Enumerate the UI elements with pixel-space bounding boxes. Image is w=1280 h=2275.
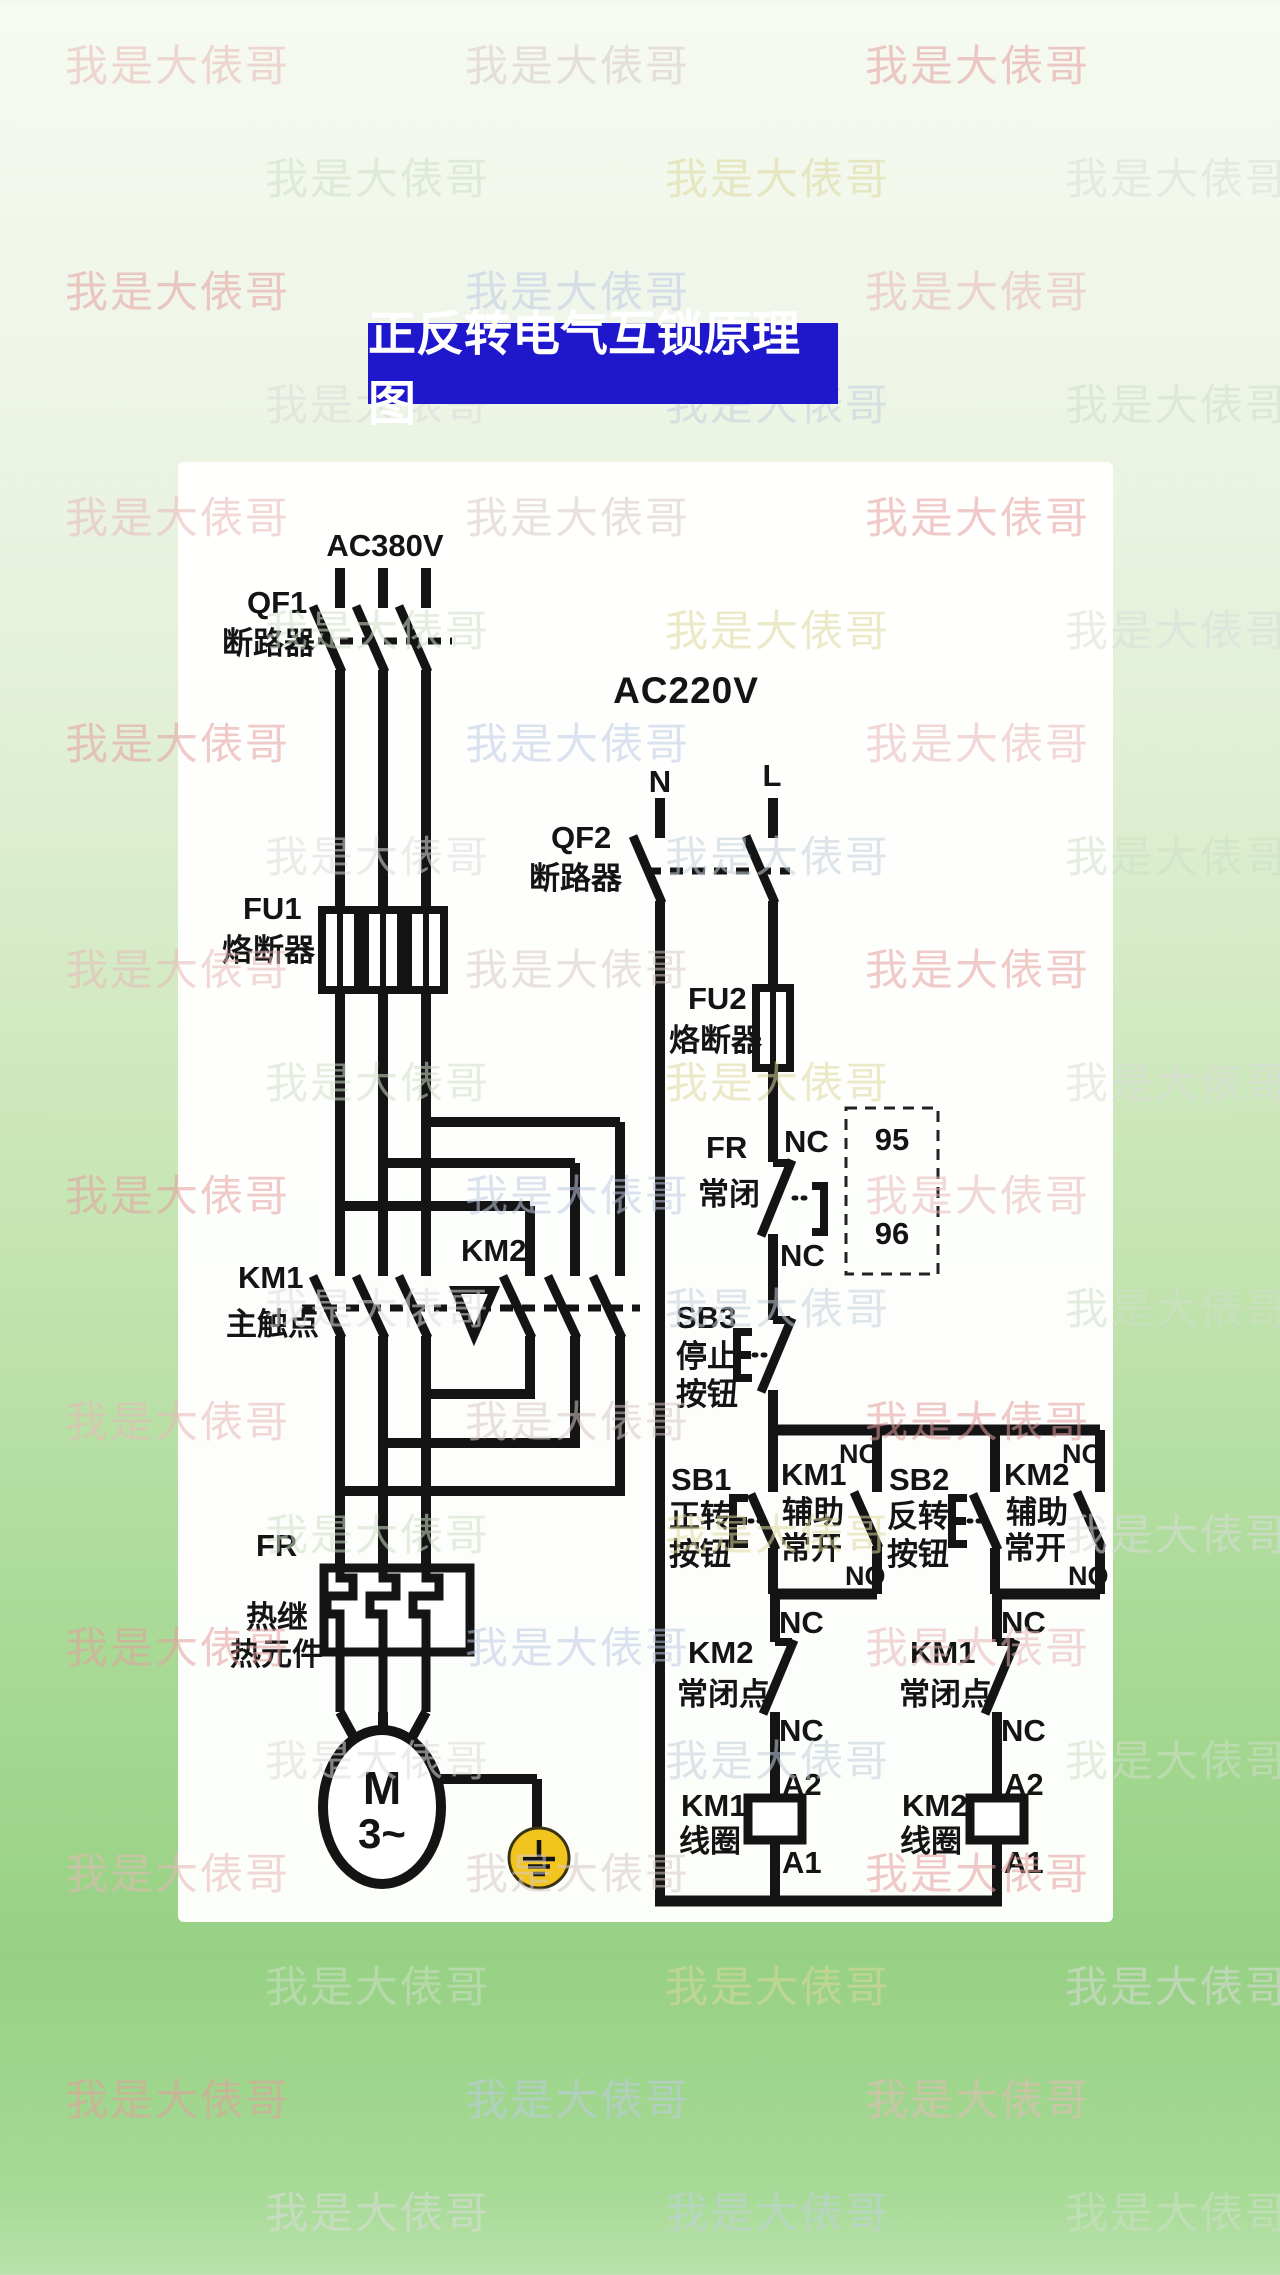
km2-id: KM2 <box>461 1233 526 1268</box>
km1-id: KM1 <box>238 1260 303 1295</box>
motor-phase: 3~ <box>358 1810 406 1857</box>
km2-interlock-triangle <box>449 1286 501 1347</box>
neutral-label: N <box>649 764 671 799</box>
km1-coil-body <box>743 1793 807 1845</box>
sb3-name-2: 按钮 <box>676 1377 738 1412</box>
fu2-id: FU2 <box>688 981 747 1016</box>
earth-glyph <box>523 1840 555 1877</box>
km2-coil-a1: A1 <box>1004 1845 1044 1880</box>
title-banner: 正反转电气互锁原理图 <box>368 308 838 431</box>
km2-aux-name-1: 辅助 <box>1006 1495 1068 1530</box>
km1-coil-a2: A2 <box>782 1767 822 1802</box>
km1-coil-a1: A1 <box>782 1845 822 1880</box>
km2-aux-no-bottom: NO <box>1068 1561 1109 1591</box>
fr-name-1: 热继 <box>246 1600 308 1635</box>
km1-aux-id: KM1 <box>781 1457 846 1492</box>
motor-letter: M <box>363 1762 401 1814</box>
qf1-id: QF1 <box>247 585 307 620</box>
sb3-name-1: 停止 <box>676 1339 738 1374</box>
fr-terminal-96: 96 <box>875 1216 909 1251</box>
sb2-name-2: 按钮 <box>887 1537 949 1572</box>
wiring <box>296 568 1107 1907</box>
sb1-name-1: 正转 <box>669 1499 731 1534</box>
fr-terminal-95: 95 <box>875 1122 909 1157</box>
km2-coil-body <box>965 1793 1029 1845</box>
sb1-id: SB1 <box>671 1462 731 1497</box>
km1-nc-top: NC <box>1001 1605 1046 1640</box>
fr-name-2: 热元件 <box>230 1637 323 1672</box>
km2-nc-top: NC <box>779 1605 824 1640</box>
fr-nc-name: 常闭 <box>698 1177 760 1212</box>
sb3-id: SB3 <box>676 1300 736 1335</box>
fr-terminal-95-96-box <box>844 1106 940 1276</box>
nc-ticks-and-button-actuators <box>729 1159 1014 1646</box>
sb2-name-1: 反转 <box>887 1499 949 1534</box>
km1-aux-name-2: 常开 <box>780 1531 842 1566</box>
fr-nc-id: FR <box>706 1130 747 1165</box>
sb2-id: SB2 <box>889 1462 949 1497</box>
qf2-id: QF2 <box>551 820 611 855</box>
schematic-panel <box>178 462 1113 1922</box>
control-circuit-wires <box>655 798 1105 1901</box>
main-circuit-labels: AC380V QF1 断路器 FU1 烙断器 KM1 主触点 KM2 FR 热继… <box>222 528 526 1672</box>
km1-nc-name: 常闭点 <box>899 1677 992 1712</box>
qf2-name: 断路器 <box>529 861 623 896</box>
qf1-name: 断路器 <box>222 626 316 661</box>
motor-and-ground: M 3~ <box>318 1725 571 1890</box>
fuse-inner-wires <box>337 914 776 1064</box>
km2-aux-id: KM2 <box>1004 1457 1069 1492</box>
fu1-name: 烙断器 <box>222 933 316 968</box>
km1-aux-name-1: 辅助 <box>782 1495 844 1530</box>
km2-nc-name: 常闭点 <box>677 1677 770 1712</box>
mechanical-link-dashes <box>296 637 790 1312</box>
ac380v-label: AC380V <box>326 528 443 563</box>
bus-rails <box>655 1424 1100 1907</box>
fr-nc-top: NC <box>784 1124 829 1159</box>
km1-nc-id: KM1 <box>910 1635 975 1670</box>
thermal-heater-elements <box>322 1568 444 1712</box>
motor-symbol <box>318 1725 446 1889</box>
km2-aux-no-top: NO <box>1062 1439 1103 1469</box>
page-title: 正反转电气互锁原理图 <box>368 307 801 431</box>
fu2-name: 烙断器 <box>669 1023 763 1058</box>
actuator-dotted-links <box>747 1195 986 1524</box>
km2-coil-name: 线圈 <box>900 1824 962 1859</box>
km2-coil-a2: A2 <box>1004 1767 1044 1802</box>
control-circuit-labels: AC220V N L QF2 断路器 FU2 烙断器 FR 常闭 NC NC 9… <box>529 670 1109 1880</box>
km1-aux-no-bottom: NO <box>845 1561 886 1591</box>
km2-nc-id: KM2 <box>688 1635 753 1670</box>
fr-id: FR <box>256 1528 297 1563</box>
fr-nc-bottom: NC <box>780 1238 825 1273</box>
km1-aux-no-top: NO <box>839 1439 880 1469</box>
km2-coil-id: KM2 <box>902 1788 967 1823</box>
km1-name: 主触点 <box>226 1307 319 1342</box>
fu1-id: FU1 <box>243 891 302 926</box>
km2-nc-bottom: NC <box>779 1713 824 1748</box>
km1-nc-bottom: NC <box>1001 1713 1046 1748</box>
sb1-name-2: 按钮 <box>669 1537 731 1572</box>
line-label: L <box>763 758 782 793</box>
km1-coil-name: 线圈 <box>679 1824 741 1859</box>
km1-coil-id: KM1 <box>681 1788 746 1823</box>
km2-aux-name-2: 常开 <box>1004 1531 1066 1566</box>
ac220v-label: AC220V <box>613 670 759 711</box>
